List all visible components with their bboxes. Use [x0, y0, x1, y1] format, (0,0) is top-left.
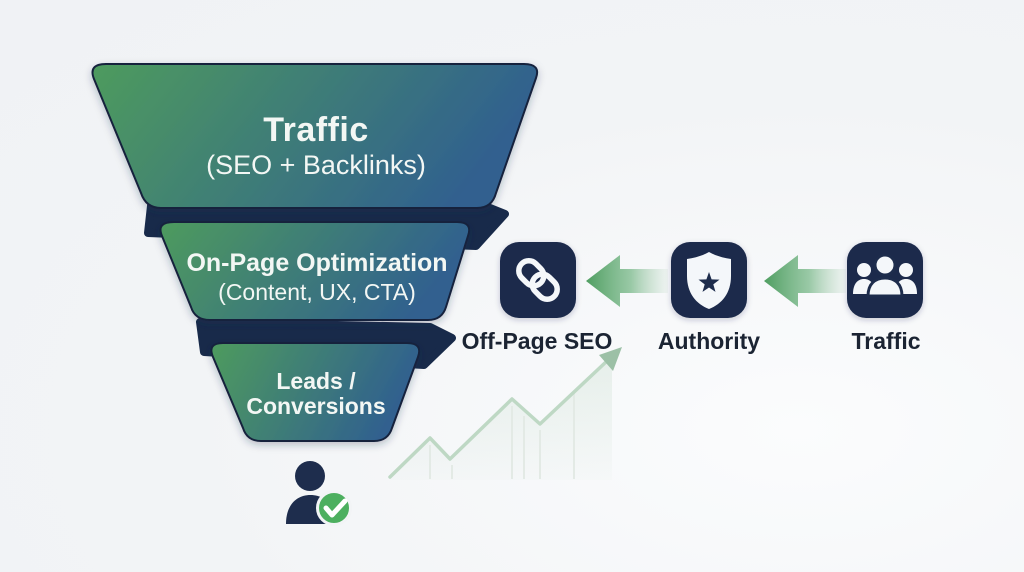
person-check-icon — [286, 461, 352, 526]
authority-to-offpage-arrow — [586, 255, 668, 307]
offpage-seo-label: Off-Page SEO — [462, 328, 613, 354]
check-circle-icon — [316, 490, 352, 526]
funnel-tier-1-subtitle: (SEO + Backlinks) — [206, 150, 426, 180]
funnel-tier-3-title: Leads / — [276, 368, 356, 394]
funnel: Traffic (SEO + Backlinks) On-Page Optimi… — [91, 63, 539, 442]
funnel-tier-1-title: Traffic — [263, 111, 369, 149]
growth-arrowhead-icon — [599, 347, 622, 371]
growth-chart-area — [390, 356, 612, 480]
growth-chart-gridlines — [429, 392, 575, 479]
check-mark — [323, 498, 348, 518]
funnel-tier-2-subtitle: (Content, UX, CTA) — [218, 279, 416, 305]
authority-label: Authority — [658, 328, 760, 354]
traffic-label: Traffic — [851, 328, 920, 354]
people-icon — [853, 253, 917, 298]
offpage-seo-item: Off-Page SEO — [462, 242, 613, 354]
flow-items: Off-Page SEO Authority Traffic — [462, 242, 923, 354]
funnel-tier-3-shape — [210, 342, 421, 442]
funnel-tier-3-subtitle: Conversions — [246, 393, 385, 419]
authority-item: Authority — [658, 242, 760, 354]
funnel-tier-2-title: On-Page Optimization — [186, 249, 447, 277]
growth-chart-decoration — [388, 347, 622, 480]
traffic-to-authority-arrow — [764, 255, 846, 307]
growth-line — [388, 359, 609, 479]
traffic-item: Traffic — [847, 242, 923, 354]
link-icon — [516, 258, 560, 302]
flow-arrows — [586, 255, 846, 307]
funnel-tier-1-shape — [91, 63, 539, 209]
funnel-tier-2-shape — [159, 221, 471, 321]
offpage-seo-tile — [500, 242, 576, 318]
person-head — [295, 461, 325, 491]
shield-star-icon — [687, 252, 731, 309]
